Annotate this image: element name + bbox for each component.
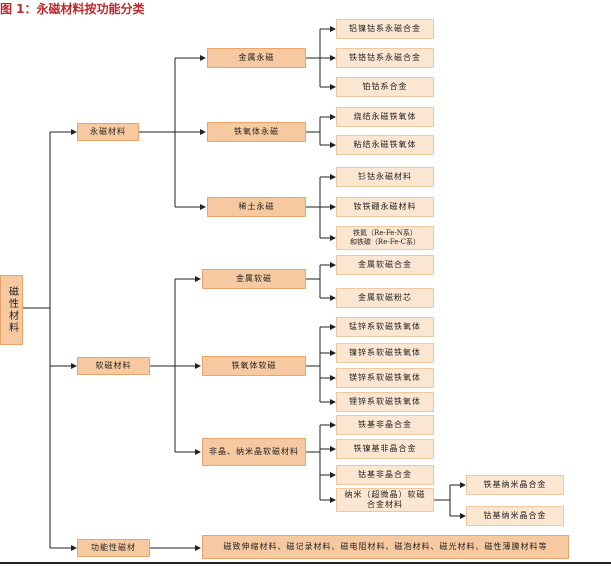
node-functional-list: 磁致伸缩材料、磁记录材料、磁电阻材料、磁泡材料、磁光材料、磁性薄膜材料等 bbox=[202, 535, 569, 559]
node-soft-magnet: 软磁材料 bbox=[77, 357, 150, 375]
leaf-co-amorphous: 钴基非晶合金 bbox=[336, 465, 434, 485]
leaf-fe-n-fe-c: 铁氮（Re-Fe-N系） 和铁碳（Re-Fe-C系） bbox=[336, 226, 434, 250]
leaf-mnzn-ferrite: 锰锌系软磁铁氧体 bbox=[336, 317, 434, 337]
leaf-lizn-ferrite: 锂锌系软磁铁氧体 bbox=[336, 392, 434, 412]
node-rare-earth-permanent: 稀土永磁 bbox=[207, 197, 306, 217]
leaf-smco: 钐钴永磁材料 bbox=[336, 167, 434, 187]
node-ferrite-permanent: 铁氧体永磁 bbox=[207, 122, 306, 142]
bottom-divider bbox=[0, 562, 611, 564]
node-amorphous-nano-soft: 非晶、纳米晶软磁材料 bbox=[202, 438, 306, 466]
leaf-ndfeb: 钕铁硼永磁材料 bbox=[336, 197, 434, 217]
node-metal-soft: 金属软磁 bbox=[202, 269, 306, 289]
leaf-bonded-ferrite: 粘结永磁铁氧体 bbox=[336, 135, 434, 155]
node-ferrite-soft: 铁氧体软磁 bbox=[202, 356, 306, 376]
leaf-co-nanocrystalline: 钴基纳米晶合金 bbox=[466, 506, 564, 526]
leaf-nano-soft-alloy: 纳米（超微晶）软磁合金材料 bbox=[336, 488, 434, 512]
node-metal-permanent: 金属永磁 bbox=[207, 48, 306, 68]
leaf-alnico-alloy: 铝镍钴系永磁合金 bbox=[336, 19, 434, 39]
node-functional-magnet: 功能性磁材 bbox=[77, 539, 150, 557]
leaf-ptco-alloy: 铂钴系合金 bbox=[336, 77, 434, 97]
leaf-fecrco-alloy: 铁铬钴系永磁合金 bbox=[336, 48, 434, 68]
node-permanent-magnet: 永磁材料 bbox=[77, 123, 139, 141]
leaf-metal-soft-powder-core: 金属软磁粉芯 bbox=[336, 288, 434, 308]
root-node-magnetic-materials: 磁性材料 bbox=[0, 275, 23, 345]
leaf-mgzn-ferrite: 镁锌系软磁铁氧体 bbox=[336, 368, 434, 388]
leaf-metal-soft-alloy: 金属软磁合金 bbox=[336, 255, 434, 275]
leaf-fe-c-line: 和铁碳（Re-Fe-C系） bbox=[349, 238, 421, 246]
leaf-fe-n-line: 铁氮（Re-Fe-N系） bbox=[353, 229, 417, 237]
leaf-nizn-ferrite: 镍锌系软磁铁氧体 bbox=[336, 343, 434, 363]
leaf-feni-amorphous: 铁镍基非晶合金 bbox=[336, 439, 434, 459]
leaf-sintered-ferrite: 烧结永磁铁氧体 bbox=[336, 107, 434, 127]
figure-caption: 图 1：永磁材料按功能分类 bbox=[0, 2, 145, 16]
leaf-fe-amorphous: 铁基非晶合金 bbox=[336, 415, 434, 435]
leaf-fe-nanocrystalline: 铁基纳米晶合金 bbox=[466, 475, 564, 495]
